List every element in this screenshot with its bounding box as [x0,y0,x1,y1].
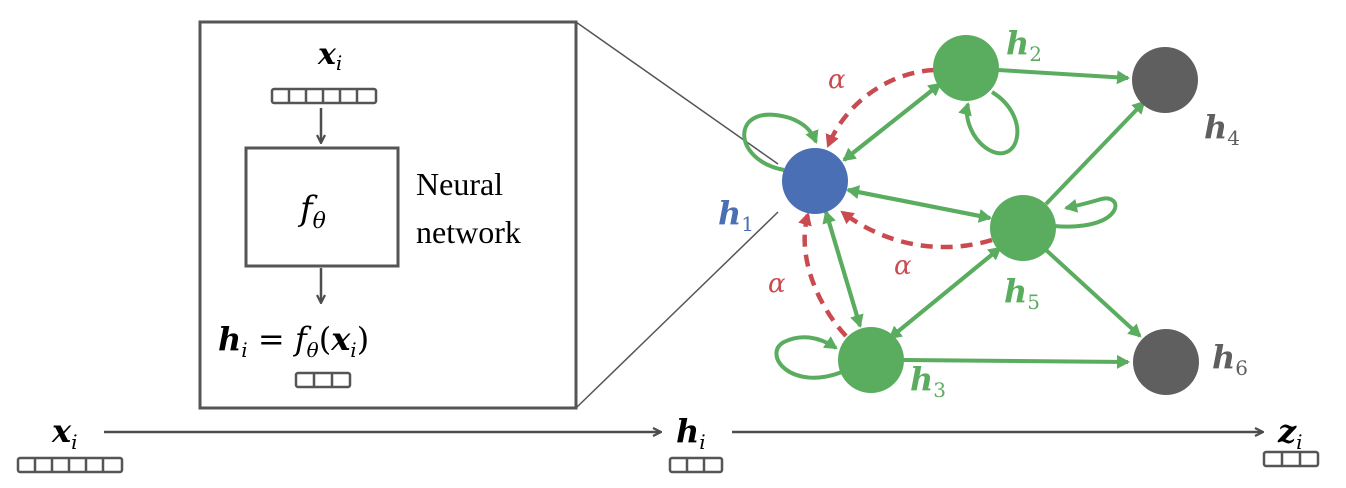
pipeline-z-vector [1262,450,1320,468]
node-h3 [838,327,904,393]
node-label-h1: h1 [718,194,754,236]
node-h2 [933,35,999,101]
edge-h1-h5 [847,188,992,223]
zoom-line-top [575,21,779,165]
neural-label: Neural [416,166,503,202]
output-equation: hi = fθ(xi) [218,320,369,362]
attention-edge-h3-h1 [798,212,848,338]
attention-edge-h5-h1 [840,210,993,250]
edge-h1-h2 [842,82,942,162]
function-box [244,146,400,268]
node-label-h6: h6 [1212,338,1248,380]
attention-label-h5: α [894,251,912,281]
pipeline-x-vector [16,456,124,474]
self-loop-h3 [774,335,843,380]
attention-label-h3: α [768,269,786,299]
node-label-h2: h2 [1006,24,1042,66]
edge-h5-h4 [1044,100,1146,206]
edge-h3-h5 [888,246,1002,340]
node-h4 [1132,47,1198,113]
function-label: fθ [297,189,326,234]
self-loop-h1 [742,112,819,172]
node-h6 [1133,329,1199,395]
pipeline-h-label: hi [676,412,706,454]
graph: α α α h1 h2 h3 h4 h5 h6 [718,24,1248,402]
pipeline-h-vector [668,456,724,474]
inset-input-vector [270,87,378,105]
node-label-h3: h3 [910,360,946,402]
attention-label-h2: α [828,65,846,95]
edge-h2-h4 [997,68,1130,85]
edge-h5-h6 [1044,248,1142,338]
self-loop-h2 [958,90,1020,156]
node-h5 [990,195,1056,261]
attention-edge-h2-h1 [825,67,935,148]
pipeline: xi hi zi [16,412,1320,474]
pipeline-x-label: xi [51,412,77,454]
node-label-h5: h5 [1004,272,1040,314]
inset-input-label: xi [317,37,342,75]
edge-h1-h3 [824,211,864,328]
node-label-h4: h4 [1204,108,1240,150]
inset-output-vector [294,371,352,389]
zoom-line-bottom [575,211,779,409]
neural-network-inset: xi fθ Neural network hi = fθ(xi) [198,20,578,410]
pipeline-z-label: zi [1277,412,1303,454]
self-loop-h5 [1053,196,1118,229]
node-h1 [782,148,848,214]
edge-h3-h6 [903,354,1130,369]
network-label: network [416,214,521,250]
